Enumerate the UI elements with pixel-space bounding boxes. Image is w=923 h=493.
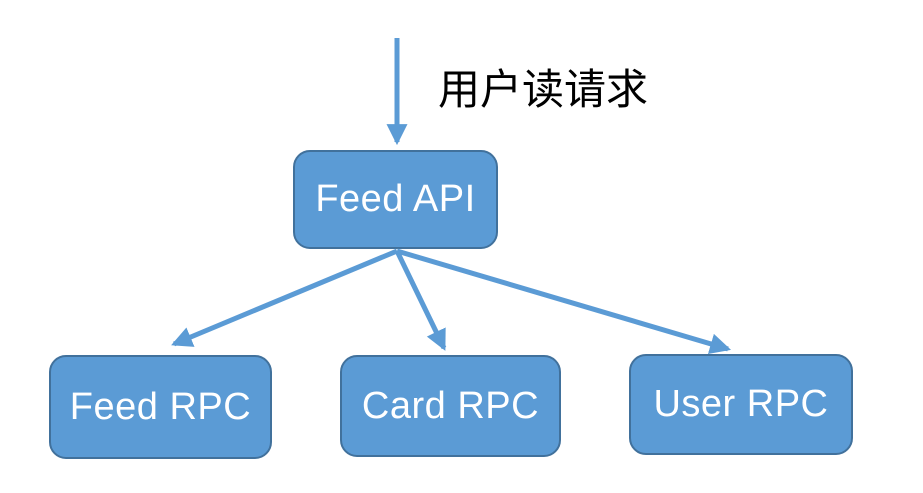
node-card-rpc: Card RPC: [340, 355, 561, 457]
node-feed-api: Feed API: [293, 150, 498, 249]
node-user-rpc-label: User RPC: [653, 383, 829, 425]
node-card-rpc-label: Card RPC: [361, 384, 540, 427]
node-feed-rpc: Feed RPC: [49, 355, 272, 459]
user-read-request-label: 用户读请求: [438, 66, 649, 113]
connector-feed-api-to-feed-rpc-arrow: [171, 248, 398, 347]
node-feed-api-label: Feed API: [315, 178, 476, 220]
node-feed-rpc-label: Feed RPC: [69, 385, 252, 428]
connector-feed-api-to-card-rpc-arrow: [394, 249, 447, 351]
connector-feed-api-to-user-rpc-arrow: [396, 248, 732, 355]
node-user-rpc: User RPC: [629, 354, 853, 455]
